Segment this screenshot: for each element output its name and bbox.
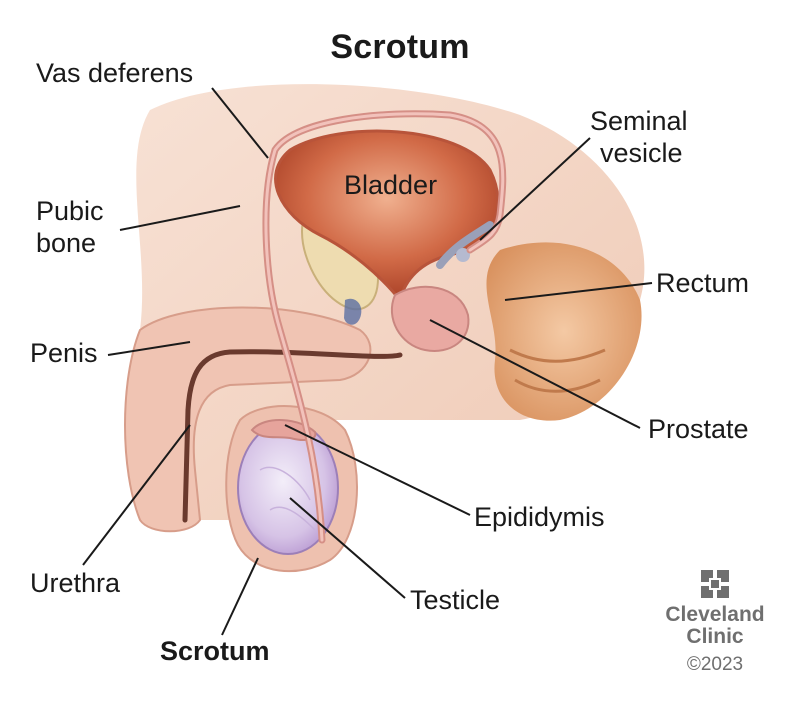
leader-lines [82,87,653,636]
brand-copyright: ©2023 [686,654,744,675]
bladder-shape [274,129,500,304]
label-scrotum: Scrotum [160,636,270,666]
leader-rectum [504,282,653,301]
leader-penis [107,341,191,356]
seminal-vesicle-shape [436,221,494,269]
prostate-shape [390,285,470,352]
label-bladder: Bladder [344,170,438,200]
leader-testicle [289,497,406,599]
label-urethra: Urethra [30,568,121,598]
rectum-shape [486,242,642,421]
leader-urethra [82,424,191,566]
brand-name-line1: Cleveland [665,603,765,626]
label-seminal-vesicle-line2: vesicle [600,138,683,168]
brand-name-line2: Clinic [686,625,744,648]
leader-scrotum [221,557,259,636]
label-seminal-vesicle-line1: Seminal [590,106,688,136]
label-prostate: Prostate [648,414,749,444]
label-penis: Penis [30,338,98,368]
label-vas-deferens: Vas deferens [36,58,194,88]
label-testicle: Testicle [410,585,501,615]
urethra-path [182,349,403,523]
leader-vas-deferens [211,87,269,159]
leader-pubic-bone [119,205,241,231]
diagram-title: Scrotum [330,28,470,66]
cleveland-clinic-brand: Cleveland Clinic ©2023 [640,570,790,676]
cleveland-clinic-cross-icon [701,570,729,598]
label-epididymis: Epididymis [474,502,605,532]
leader-prostate [429,319,641,429]
label-pubic-bone-line1: Pubic [36,196,104,226]
label-rectum: Rectum [656,268,750,298]
label-pubic-bone-line2: bone [36,228,97,258]
leader-epididymis [284,424,471,516]
leader-seminal-vesicle [479,137,591,241]
